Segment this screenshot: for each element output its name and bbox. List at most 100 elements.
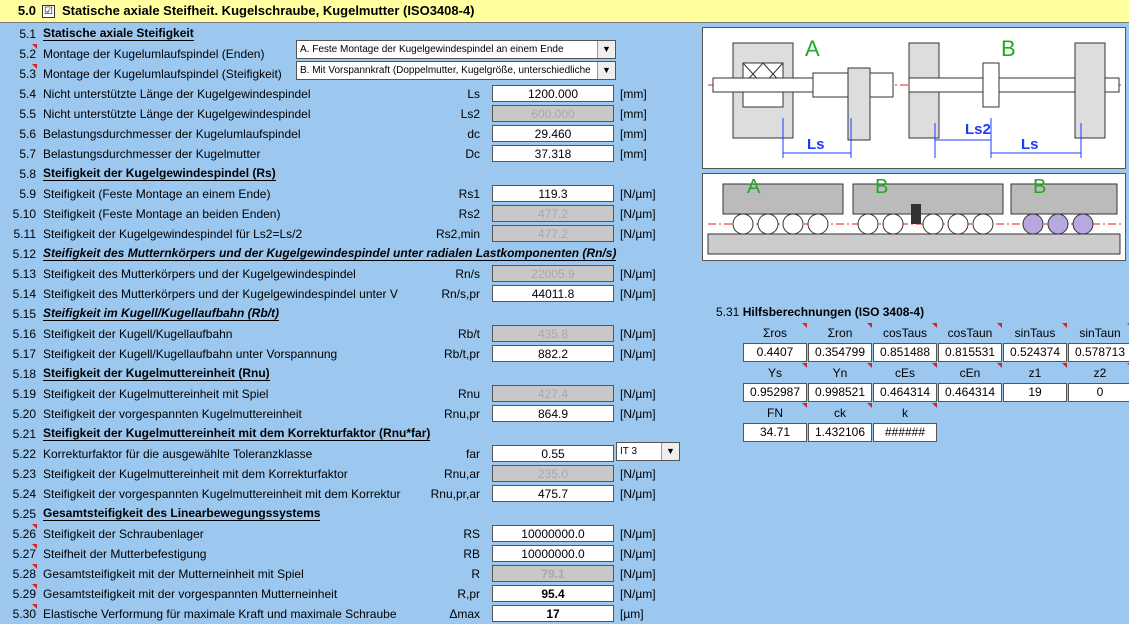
row-value[interactable]: 10000000.0 [492,525,614,542]
aux-header: Σros [762,326,788,340]
chevron-down-icon[interactable]: ▼ [597,41,615,58]
row-number: 5.5 [19,107,36,121]
drawing-label-b: B [1001,36,1016,61]
aux-value: 0.851488 [873,343,937,362]
comment-marker-icon [1062,323,1067,328]
row-label: Steifigkeit des Mutterkörpers und der Ku… [43,287,398,301]
aux-header: Ys [767,366,782,380]
aux-header: k [902,406,908,420]
comment-marker-icon [802,363,807,368]
row-label: Steifigkeit der Kugell/Kugellaufbahn [43,327,233,341]
row-unit: [N/µm] [620,227,656,241]
row-number: 5.11 [13,227,36,241]
comment-marker-icon [932,323,937,328]
row-number: 5.9 [19,187,36,201]
row-label: Steifigkeit der Kugelgewindespindel (Rs) [43,166,276,181]
row-number: 5.30 [12,607,36,621]
aux-header: ck [834,406,846,420]
row-symbol: Dc [465,147,480,161]
aux-value: 0.998521 [808,383,872,402]
row-symbol: Rs2,min [435,227,480,241]
row-value[interactable]: 44011.8 [492,285,614,302]
row-label: Belastungsdurchmesser der Kugelmutter [43,147,261,161]
row-unit: [N/µm] [620,327,656,341]
comment-marker-icon [32,564,37,569]
row-value[interactable]: 1200.000 [492,85,614,102]
mount-ends-select[interactable]: A. Feste Montage der Kugelgewindespindel… [296,40,616,59]
row-unit: [N/µm] [620,387,656,401]
row-label: Steifigkeit der Kugell/Kugellaufbahn unt… [43,347,338,361]
row-label: Steifigkeit der Schraubenlager [43,527,204,541]
section-checkbox[interactable]: ☑ [42,5,55,18]
row-value: 435.8 [492,325,614,342]
row-number: 5.19 [12,387,36,401]
comment-marker-icon [997,323,1002,328]
row-unit: [N/µm] [620,407,656,421]
comment-marker-icon [802,323,807,328]
aux-value: 0.464314 [873,383,937,402]
row-value[interactable]: 864.9 [492,405,614,422]
row-number: 5.16 [12,327,36,341]
aux-value: ###### [873,423,937,442]
chevron-down-icon[interactable]: ▼ [597,62,615,79]
aux-section-title: 5.31 Hilfsberechnungen (ISO 3408-4) [716,305,924,319]
aux-value: 0.524374 [1003,343,1067,362]
row-value[interactable]: 0.55 [492,445,614,462]
drawing-label-a: A [805,36,820,61]
row-number: 5.2 [19,47,36,61]
row-label: Steifigkeit im Kugell/Kugellaufbahn (Rb/… [43,306,280,321]
row-value[interactable]: 475.7 [492,485,614,502]
row-value[interactable]: 17 [492,605,614,622]
parameter-row: 5.7 Belastungsdurchmesser der Kugelmutter… [0,144,700,164]
row-value[interactable]: 882.2 [492,345,614,362]
row-value: 600.000 [492,105,614,122]
comment-marker-icon [867,363,872,368]
aux-value: 0.952987 [743,383,807,402]
row-symbol: dc [467,127,480,141]
row-symbol: R,pr [457,587,480,601]
row-value[interactable]: 119.3 [492,185,614,202]
tolerance-select[interactable]: IT 3 ▼ [616,442,680,461]
row-unit: [N/µm] [620,267,656,281]
row-value[interactable]: 37.318 [492,145,614,162]
row-value[interactable]: 10000000.0 [492,545,614,562]
row-number: 5.13 [12,267,36,281]
comment-marker-icon [932,403,937,408]
mount-stiffness-select[interactable]: B. Mit Vorspannkraft (Doppelmutter, Kuge… [296,61,616,80]
row-symbol: far [465,447,480,461]
section-number: 5.0 [17,3,36,18]
row-symbol: Rb/t,pr [443,347,480,361]
row-number: 5.22 [12,447,36,461]
row-value[interactable]: 29.460 [492,125,614,142]
aux-section-num: 5.31 [716,305,740,319]
row-label: Steifigkeit der Kugelmuttereinheit mit d… [43,467,348,481]
drawing-label-ls2: Ls2 [965,121,991,138]
row-unit: [N/µm] [620,187,656,201]
row-symbol: Rs2 [458,207,480,221]
drawing-label-ls: Ls [807,136,825,153]
row-symbol: RS [463,527,480,541]
row-number: 5.7 [19,147,36,161]
comment-marker-icon [1127,363,1129,368]
aux-header: FN [767,406,783,420]
comment-marker-icon [1127,323,1129,328]
aux-value: 0.815531 [938,343,1002,362]
row-symbol: Rnu,pr,ar [430,487,480,501]
chevron-down-icon[interactable]: ▼ [661,443,679,460]
comment-marker-icon [32,604,37,609]
row-value[interactable]: 95.4 [492,585,614,602]
aux-title-text: Hilfsberechnungen [742,305,852,319]
